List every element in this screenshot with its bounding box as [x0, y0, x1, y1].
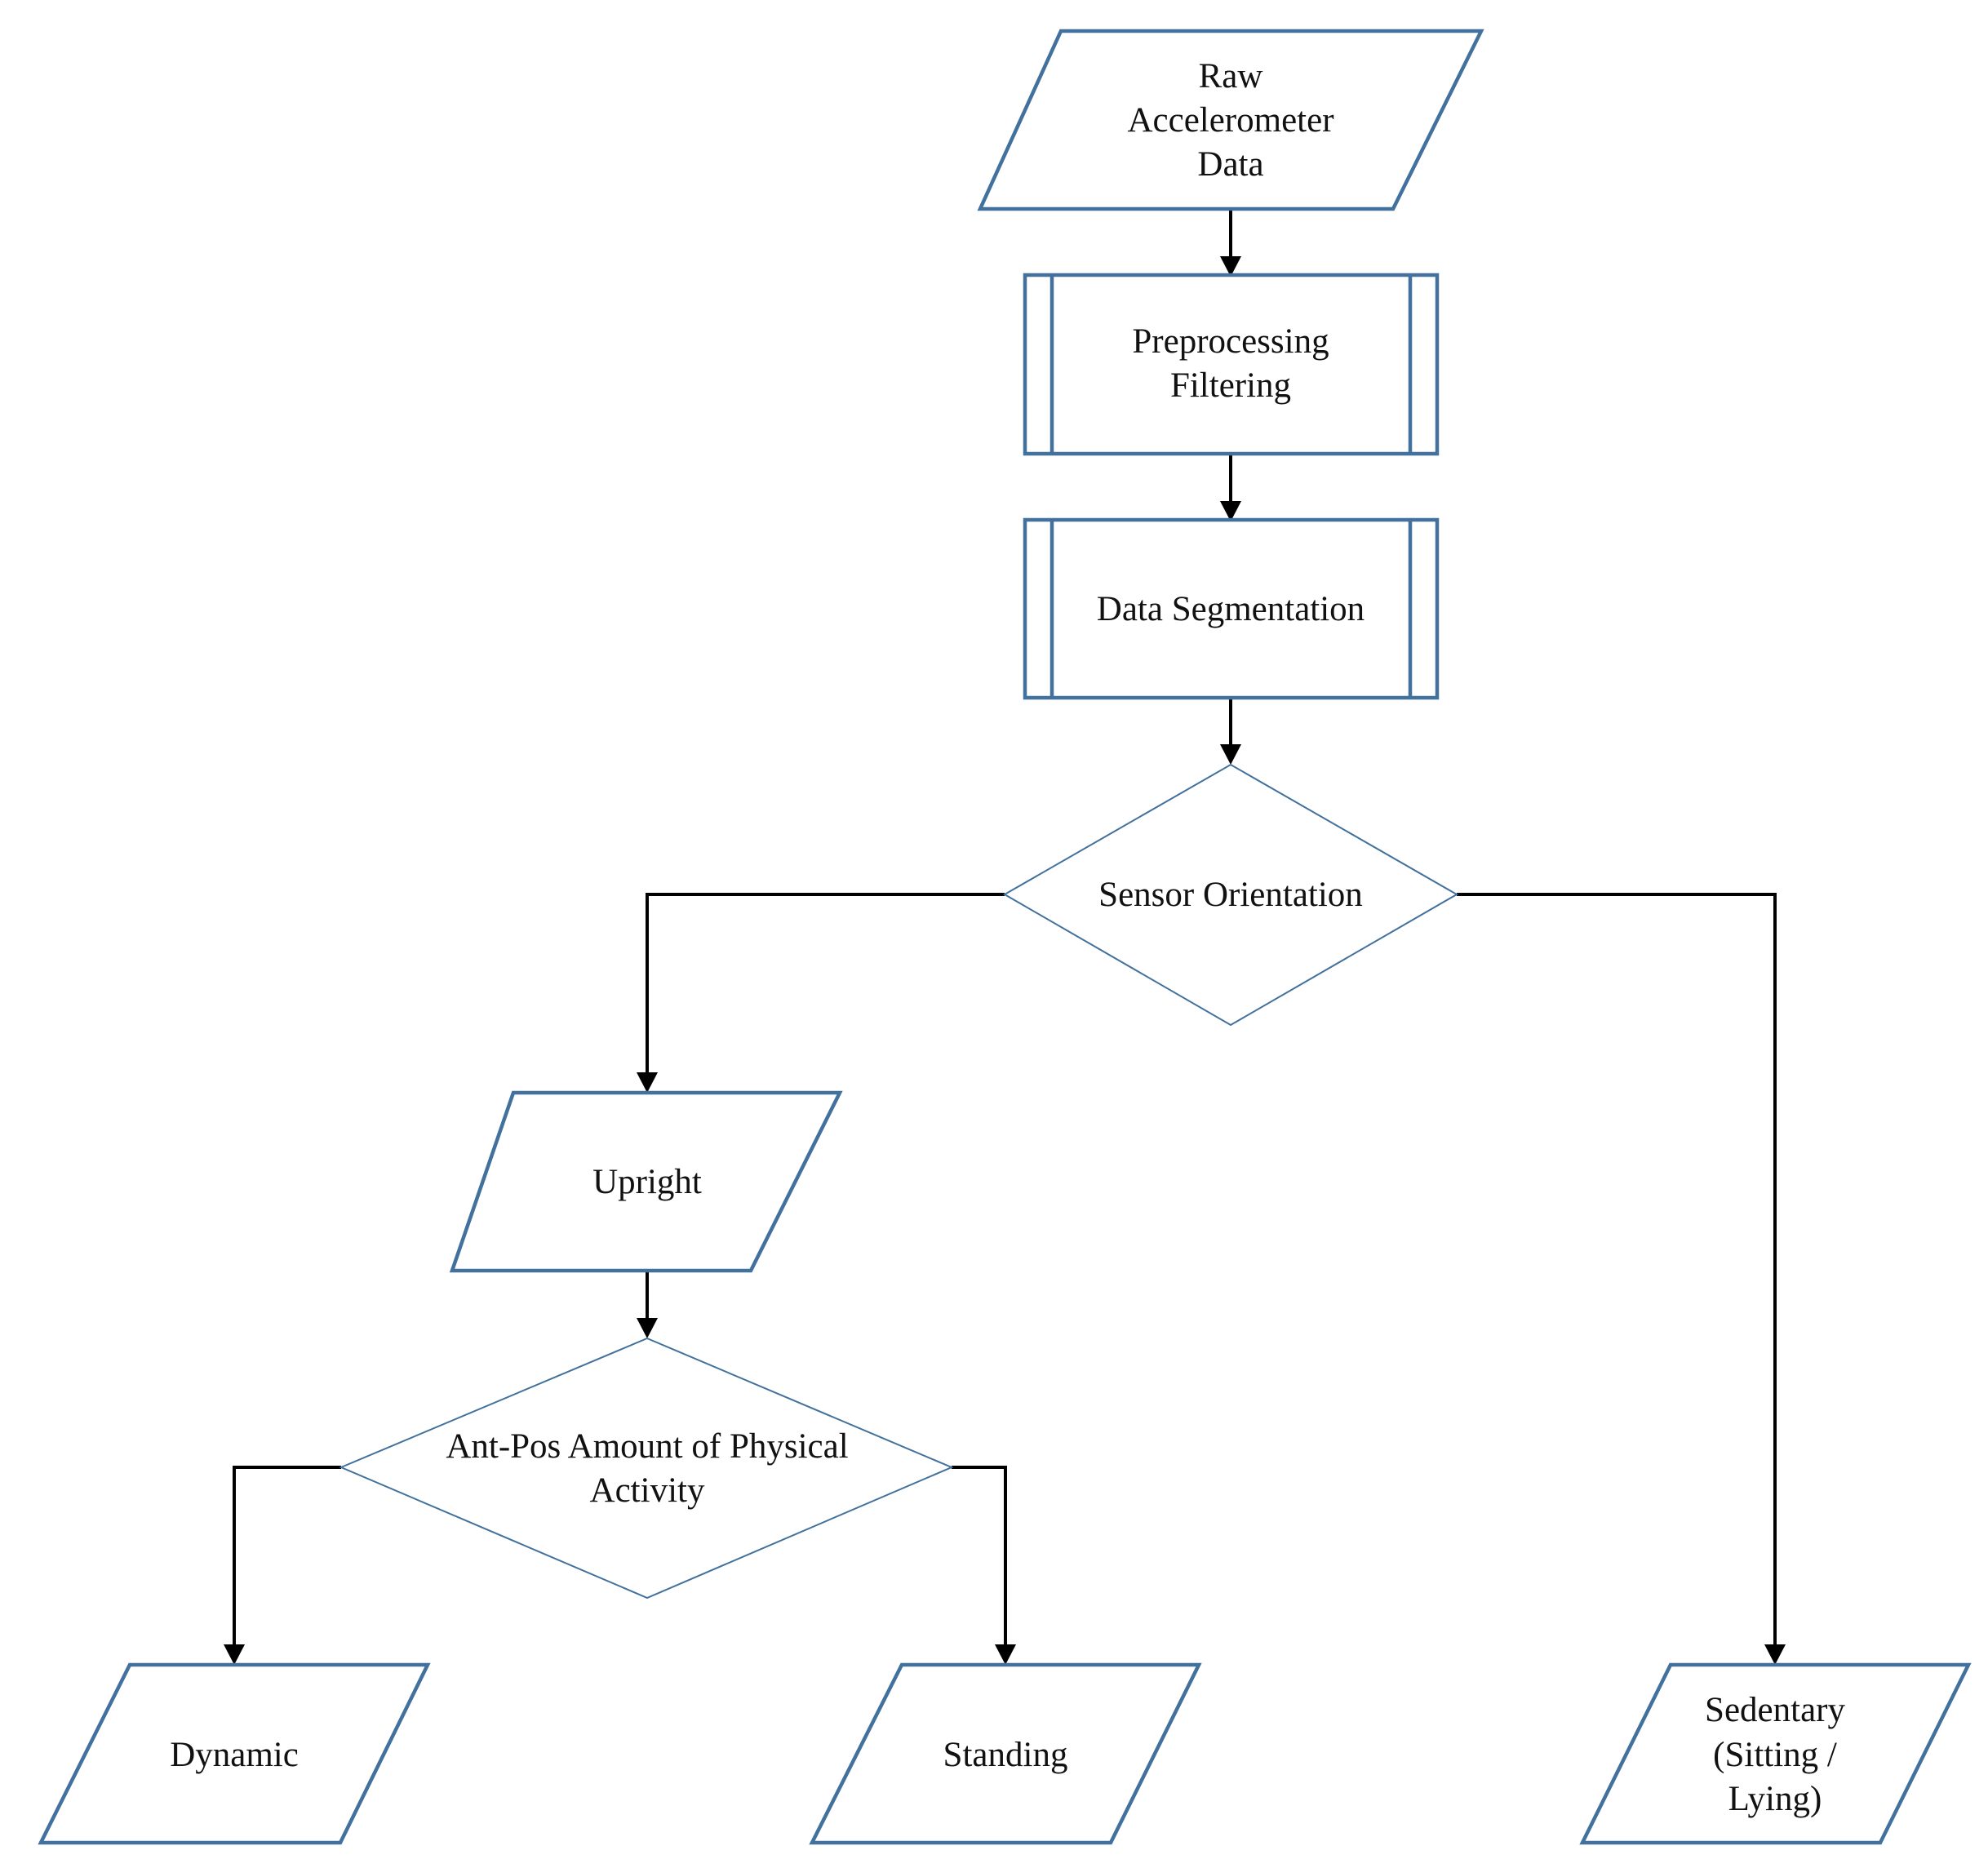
- edge-orientation-to-sedentary: [1457, 893, 1777, 1648]
- edge-activity-to-dynamic: [233, 1466, 341, 1648]
- edge-orientation-to-upright: [646, 893, 1005, 1076]
- node-label-line: Sedentary: [1705, 1691, 1845, 1729]
- arrowhead-upright: [637, 1072, 658, 1093]
- node-sedentary: Sedentary (Sitting / Lying): [1579, 1662, 1972, 1845]
- node-orientation: Sensor Orientation: [1002, 763, 1459, 1027]
- edge-activity-to-standing: [952, 1466, 1007, 1648]
- node-label-line: Data Segmentation: [1097, 590, 1365, 628]
- node-segmentation: Data Segmentation: [1023, 517, 1440, 700]
- parallelogram-shape: [449, 1090, 843, 1273]
- node-label-line: Raw: [1199, 57, 1263, 95]
- node-label-line: Ant-Pos Amount of Physical: [446, 1427, 848, 1466]
- node-label-line: Activity: [590, 1471, 705, 1510]
- parallelogram-shape: [977, 29, 1484, 211]
- node-standing: Standing: [809, 1662, 1202, 1845]
- node-label-line: Standing: [943, 1736, 1068, 1774]
- arrowhead-segmentation: [1220, 501, 1241, 521]
- decision-diamond-shape: [339, 1337, 954, 1600]
- arrowhead-activity: [637, 1318, 658, 1338]
- process-box-shape: [1023, 273, 1440, 456]
- arrowhead-preprocessing: [1220, 256, 1241, 277]
- node-label-line: Dynamic: [170, 1736, 299, 1774]
- node-label-line: Data: [1197, 145, 1263, 184]
- node-label-line: Filtering: [1170, 366, 1291, 405]
- node-label-line: Lying): [1728, 1780, 1822, 1818]
- node-preprocessing: Preprocessing Filtering: [1023, 273, 1440, 456]
- parallelogram-shape: [1579, 1662, 1972, 1845]
- node-activity: Ant-Pos Amount of Physical Activity: [339, 1337, 954, 1600]
- parallelogram-shape: [809, 1662, 1202, 1845]
- parallelogram-shape: [38, 1662, 431, 1845]
- process-box-shape: [1023, 517, 1440, 700]
- arrowhead-sedentary: [1764, 1644, 1786, 1665]
- connectors: [224, 209, 1786, 1665]
- decision-diamond-shape: [1002, 763, 1459, 1027]
- node-raw-data: Raw Accelerometer Data: [977, 29, 1484, 211]
- node-label-line: Accelerometer: [1127, 101, 1333, 140]
- arrowhead-dynamic: [224, 1644, 245, 1665]
- node-upright: Upright: [449, 1090, 843, 1273]
- node-label-line: Sensor Orientation: [1098, 876, 1363, 914]
- node-label-line: Upright: [592, 1163, 702, 1201]
- node-label-line: Preprocessing: [1132, 322, 1329, 361]
- node-dynamic: Dynamic: [38, 1662, 431, 1845]
- arrowhead-orientation: [1220, 744, 1241, 765]
- node-label-line: (Sitting /: [1713, 1736, 1837, 1774]
- arrowhead-standing: [995, 1644, 1016, 1665]
